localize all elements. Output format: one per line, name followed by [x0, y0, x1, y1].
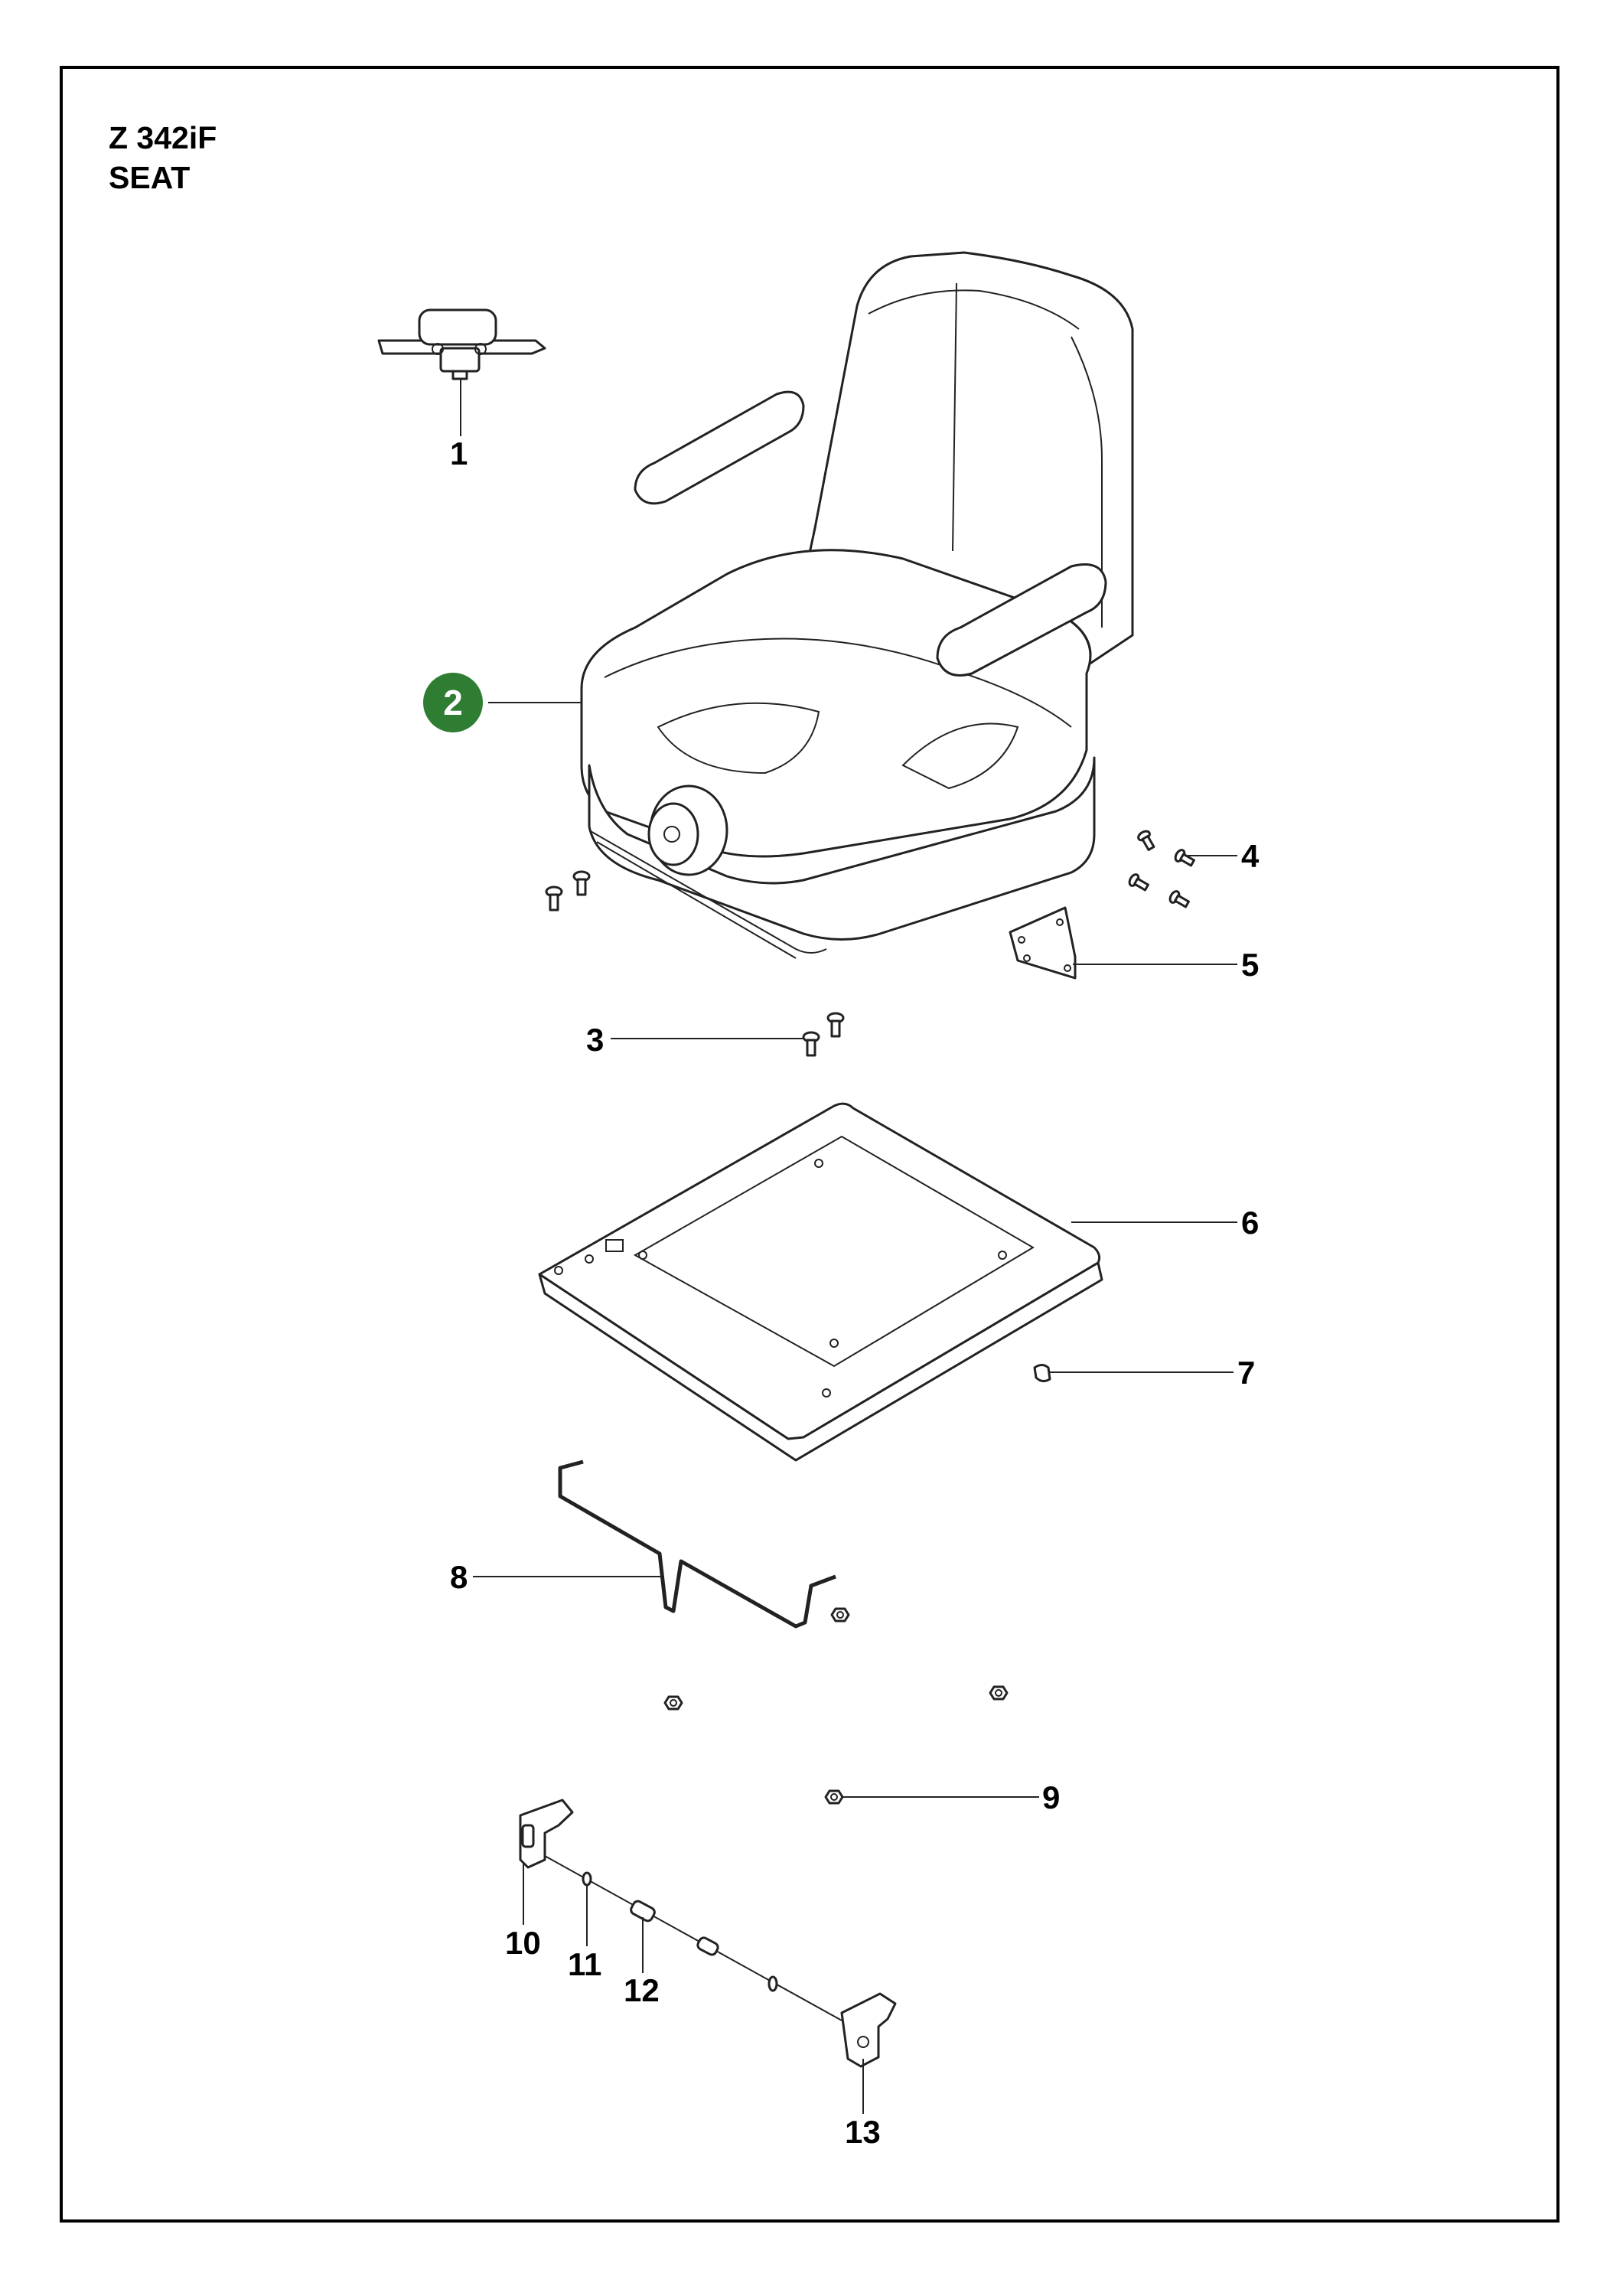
callout-9: 9 — [1042, 1779, 1061, 1815]
part-10-left-bracket[interactable] — [519, 1799, 574, 1869]
model-title: Z 342iF — [109, 120, 217, 155]
part-9-nuts[interactable] — [663, 1607, 1009, 1805]
callout-5: 5 — [1241, 947, 1260, 983]
section-title: SEAT — [109, 160, 191, 195]
callout-4: 4 — [1241, 838, 1260, 874]
callout-11: 11 — [568, 1946, 602, 1982]
callout-13: 13 — [845, 2114, 881, 2150]
leader-lines — [460, 379, 1237, 2114]
part-3-screws[interactable] — [545, 870, 845, 1057]
part-11-12-shaft[interactable] — [544, 1855, 842, 2021]
callout-6: 6 — [1241, 1205, 1260, 1241]
callout-8: 8 — [450, 1559, 468, 1595]
callout-12: 12 — [624, 1972, 660, 2008]
part-7-clip[interactable] — [1033, 1364, 1051, 1383]
part-5-plate[interactable] — [1009, 906, 1077, 980]
part-2-seat-assembly[interactable] — [580, 251, 1134, 959]
callout-7: 7 — [1237, 1355, 1256, 1391]
callout-10: 10 — [505, 1925, 541, 1961]
callout-1: 1 — [450, 435, 468, 471]
part-1-seat-switch[interactable] — [377, 308, 546, 380]
part-8-seat-rod[interactable] — [558, 1459, 836, 1629]
diagram-frame — [60, 66, 1559, 2223]
part-4-bolts[interactable] — [1128, 830, 1196, 910]
part-13-right-bracket[interactable] — [840, 1992, 897, 2068]
callout-3: 3 — [586, 1022, 605, 1058]
callout-2-highlighted[interactable]: 2 — [423, 673, 483, 732]
part-6-base-pan[interactable] — [538, 1102, 1103, 1462]
